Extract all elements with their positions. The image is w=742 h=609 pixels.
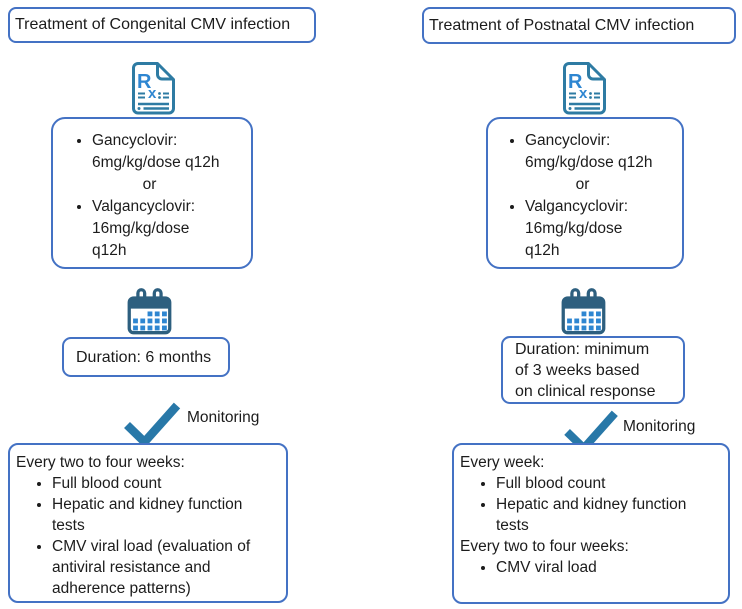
medication-separator: or bbox=[575, 176, 590, 193]
monitoring-list: CMV viral load bbox=[460, 557, 722, 578]
calendar-icon bbox=[122, 284, 176, 343]
congenital-medication-box: Gancyclovir: 6mg/kg/dose q12h or Valganc… bbox=[51, 117, 253, 269]
postnatal-medication-box: Gancyclovir: 6mg/kg/dose q12h or Valganc… bbox=[486, 117, 684, 269]
medication-list: Gancyclovir: 6mg/kg/dose q12h bbox=[75, 130, 251, 174]
monitoring-heading: Every week: bbox=[460, 454, 545, 471]
congenital-monitoring-box: Every two to four weeks: Full blood coun… bbox=[8, 443, 288, 603]
medication-item: Gancyclovir: 6mg/kg/dose q12h bbox=[525, 130, 657, 174]
monitoring-item: CMV viral load bbox=[496, 557, 700, 578]
monitoring-label: Monitoring bbox=[623, 418, 696, 435]
congenital-duration-box: Duration: 6 months bbox=[62, 337, 230, 377]
duration-text: Duration: minimum of 3 weeks based on cl… bbox=[515, 340, 656, 400]
monitoring-list: Full blood count Hepatic and kidney func… bbox=[16, 473, 280, 599]
medication-item: Gancyclovir: 6mg/kg/dose q12h bbox=[92, 130, 224, 174]
congenital-title: Treatment of Congenital CMV infection bbox=[15, 16, 291, 33]
medication-separator: or bbox=[142, 176, 157, 193]
monitoring-heading: Every two to four weeks: bbox=[460, 538, 629, 555]
postnatal-monitoring-box: Every week: Full blood count Hepatic and… bbox=[452, 443, 730, 604]
medication-list: Valgancyclovir: 16mg/kg/dose q12h bbox=[75, 196, 251, 262]
prescription-icon bbox=[122, 60, 178, 122]
calendar-icon bbox=[556, 284, 610, 343]
monitoring-item: Full blood count bbox=[52, 473, 256, 494]
medication-item: Valgancyclovir: 16mg/kg/dose q12h bbox=[525, 196, 657, 262]
monitoring-item: Hepatic and kidney function tests bbox=[52, 494, 256, 536]
monitoring-item: Full blood count bbox=[496, 473, 700, 494]
prescription-icon bbox=[553, 60, 609, 122]
medication-list: Gancyclovir: 6mg/kg/dose q12h bbox=[508, 130, 682, 174]
duration-text: Duration: 6 months bbox=[76, 348, 212, 366]
monitoring-item: Hepatic and kidney function tests bbox=[496, 494, 700, 536]
monitoring-item: CMV viral load (evaluation of antiviral … bbox=[52, 536, 256, 599]
medication-item: Valgancyclovir: 16mg/kg/dose q12h bbox=[92, 196, 224, 262]
postnatal-duration-box: Duration: minimum of 3 weeks based on cl… bbox=[501, 336, 685, 404]
congenital-title-box: Treatment of Congenital CMV infection bbox=[8, 7, 316, 43]
postnatal-title-box: Treatment of Postnatal CMV infection bbox=[422, 7, 736, 44]
postnatal-title: Treatment of Postnatal CMV infection bbox=[429, 16, 695, 34]
monitoring-list: Full blood count Hepatic and kidney func… bbox=[460, 473, 722, 536]
medication-list: Valgancyclovir: 16mg/kg/dose q12h bbox=[508, 196, 682, 262]
monitoring-label: Monitoring bbox=[187, 409, 260, 426]
monitoring-heading: Every two to four weeks: bbox=[16, 454, 185, 471]
